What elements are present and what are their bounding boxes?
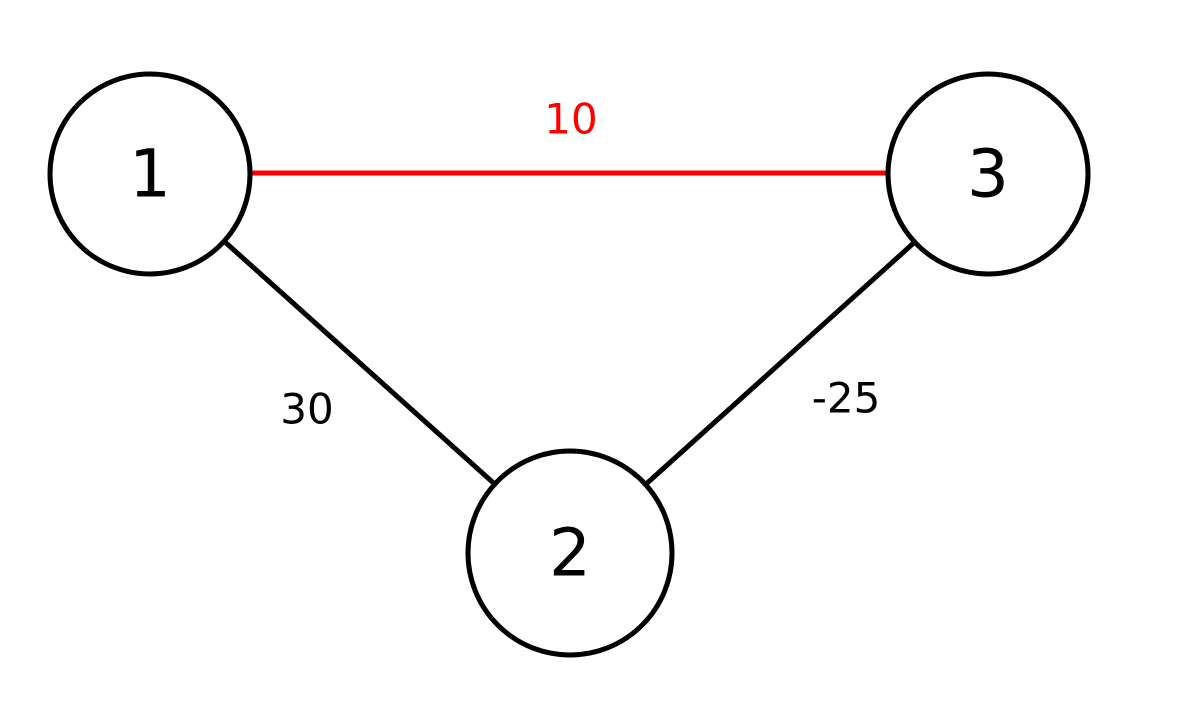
node-3-circle[interactable] <box>885 71 1091 277</box>
node-label-group: 1 2 3 <box>129 136 1009 592</box>
node-2-circle[interactable] <box>465 448 675 658</box>
node-1-circle[interactable] <box>47 71 253 277</box>
edge-1-3-weight-label: 10 <box>544 95 597 144</box>
edge-group <box>223 170 919 489</box>
edge-label-group: 10 30 -25 <box>280 95 880 434</box>
node-1-label: 1 <box>129 136 171 213</box>
edge-2-3-weight-label: -25 <box>812 374 881 423</box>
edge-1-2[interactable] <box>223 240 500 489</box>
edge-1-2-weight-label: 30 <box>280 385 333 434</box>
edge-2-3[interactable] <box>643 238 919 487</box>
node-3-label: 3 <box>967 136 1009 213</box>
node-2-label: 2 <box>549 515 591 592</box>
node-group <box>47 71 1091 658</box>
